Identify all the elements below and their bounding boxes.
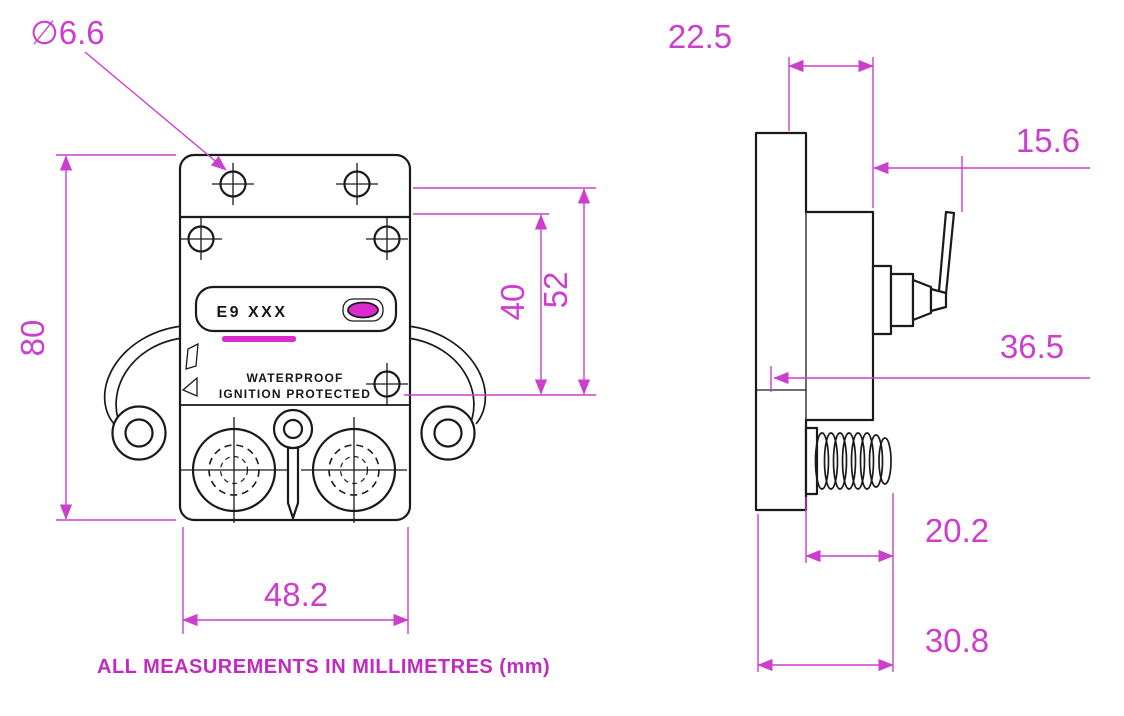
switch-lever [936,210,956,306]
center-boss [272,408,314,450]
latch-detail [185,342,199,370]
dim-overall-depth: 30.8 [925,622,989,659]
dim-stud-length: 20.2 [925,512,989,549]
breaker-body-side [754,131,875,512]
thread-turn [823,432,839,490]
dim-overall-width: 48.2 [264,576,328,613]
front-view: E9 XXX WATERPROOF IGNITION PROTECTED [103,153,487,523]
leader-line-hole [84,51,227,171]
lanyard-wire-left [103,325,183,425]
switch-base-block [871,264,893,336]
thread-turn [859,432,875,490]
dim-lever-offset: 15.6 [1016,122,1080,159]
lanyard-wire-right [407,325,487,425]
label-plate [194,285,398,333]
switch-tip [929,287,948,313]
thread-turn [878,437,892,485]
terminal-stud-left [181,417,287,523]
product-label: E9 XXX [216,304,287,321]
dim-overall-height: 80 [14,320,51,357]
thread-turn [814,432,830,490]
dim-hole-span-outer: 52 [537,272,574,309]
dim-hole-diameter: ∅6.6 [30,14,105,51]
keyway-slot [286,445,300,520]
units-caption: ALL MEASUREMENTS IN MILLIMETRES (mm) [97,656,550,678]
lanyard-wire-right-inner [407,337,475,430]
dim-top-depth: 22.5 [668,18,732,55]
switch-mid-block [889,272,915,328]
reset-button [347,301,379,319]
thread-turn [832,432,848,490]
terminal-stud-right [301,417,407,523]
color-marking-bar [222,336,296,342]
latch-detail [181,376,198,397]
dim-front-depth: 36.5 [1000,328,1064,365]
eyelet-left-hole [124,418,154,448]
marking-ignition-protected: IGNITION PROTECTED [219,387,371,401]
dimensions: ∅6.6 80 40 52 48.2 22.5 15.6 36.5 [14,14,1090,672]
marking-waterproof: WATERPROOF [246,371,343,385]
switch-plunger [911,278,933,322]
stud-thread-coil [814,432,892,490]
stud-washer [804,426,819,496]
dim-hole-span-inner: 40 [494,284,531,321]
thread-turn [868,434,884,488]
eyelet-right-hole [433,418,463,448]
center-boss-hole [282,418,304,440]
side-view [754,131,956,512]
thread-turn [841,432,857,490]
thread-turn [850,432,866,490]
reset-button-outline [342,298,384,322]
